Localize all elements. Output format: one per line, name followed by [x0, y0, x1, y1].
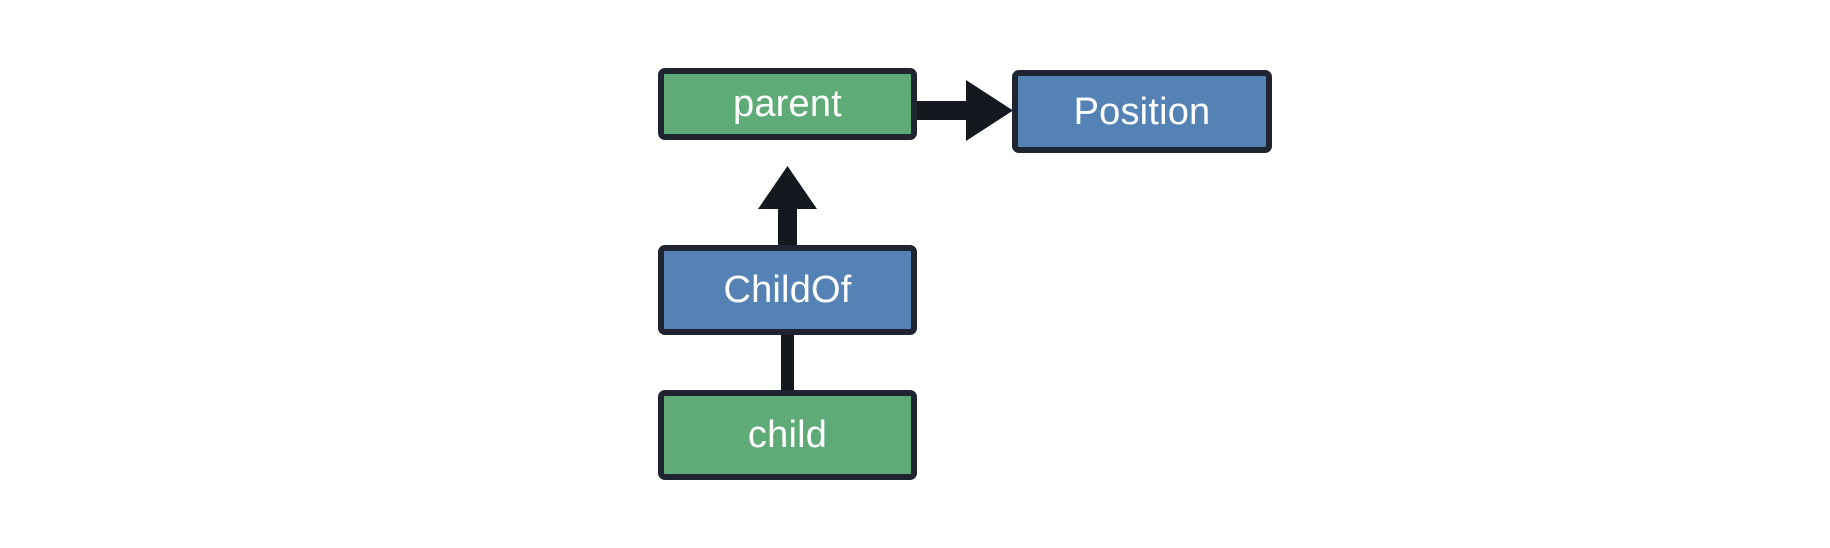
- node-parent[interactable]: parent: [658, 68, 917, 140]
- node-child-label: child: [747, 414, 828, 456]
- node-position[interactable]: Position: [1012, 70, 1272, 153]
- edge-childof-to-parent-arrowhead: [758, 166, 817, 209]
- edge-childof-to-child: [781, 332, 794, 393]
- edge-childof-to-child-line: [781, 332, 794, 393]
- node-childof-label: ChildOf: [723, 269, 852, 311]
- node-parent-label: parent: [733, 83, 842, 125]
- edge-childof-to-parent-stem: [778, 204, 797, 248]
- edge-parent-to-position: [915, 80, 1013, 141]
- edge-parent-to-position-stem: [915, 101, 970, 120]
- node-childof[interactable]: ChildOf: [658, 245, 917, 335]
- node-position-label: Position: [1073, 90, 1211, 133]
- edge-childof-to-parent: [758, 166, 817, 248]
- node-child[interactable]: child: [658, 390, 917, 480]
- edge-parent-to-position-arrowhead: [966, 80, 1013, 141]
